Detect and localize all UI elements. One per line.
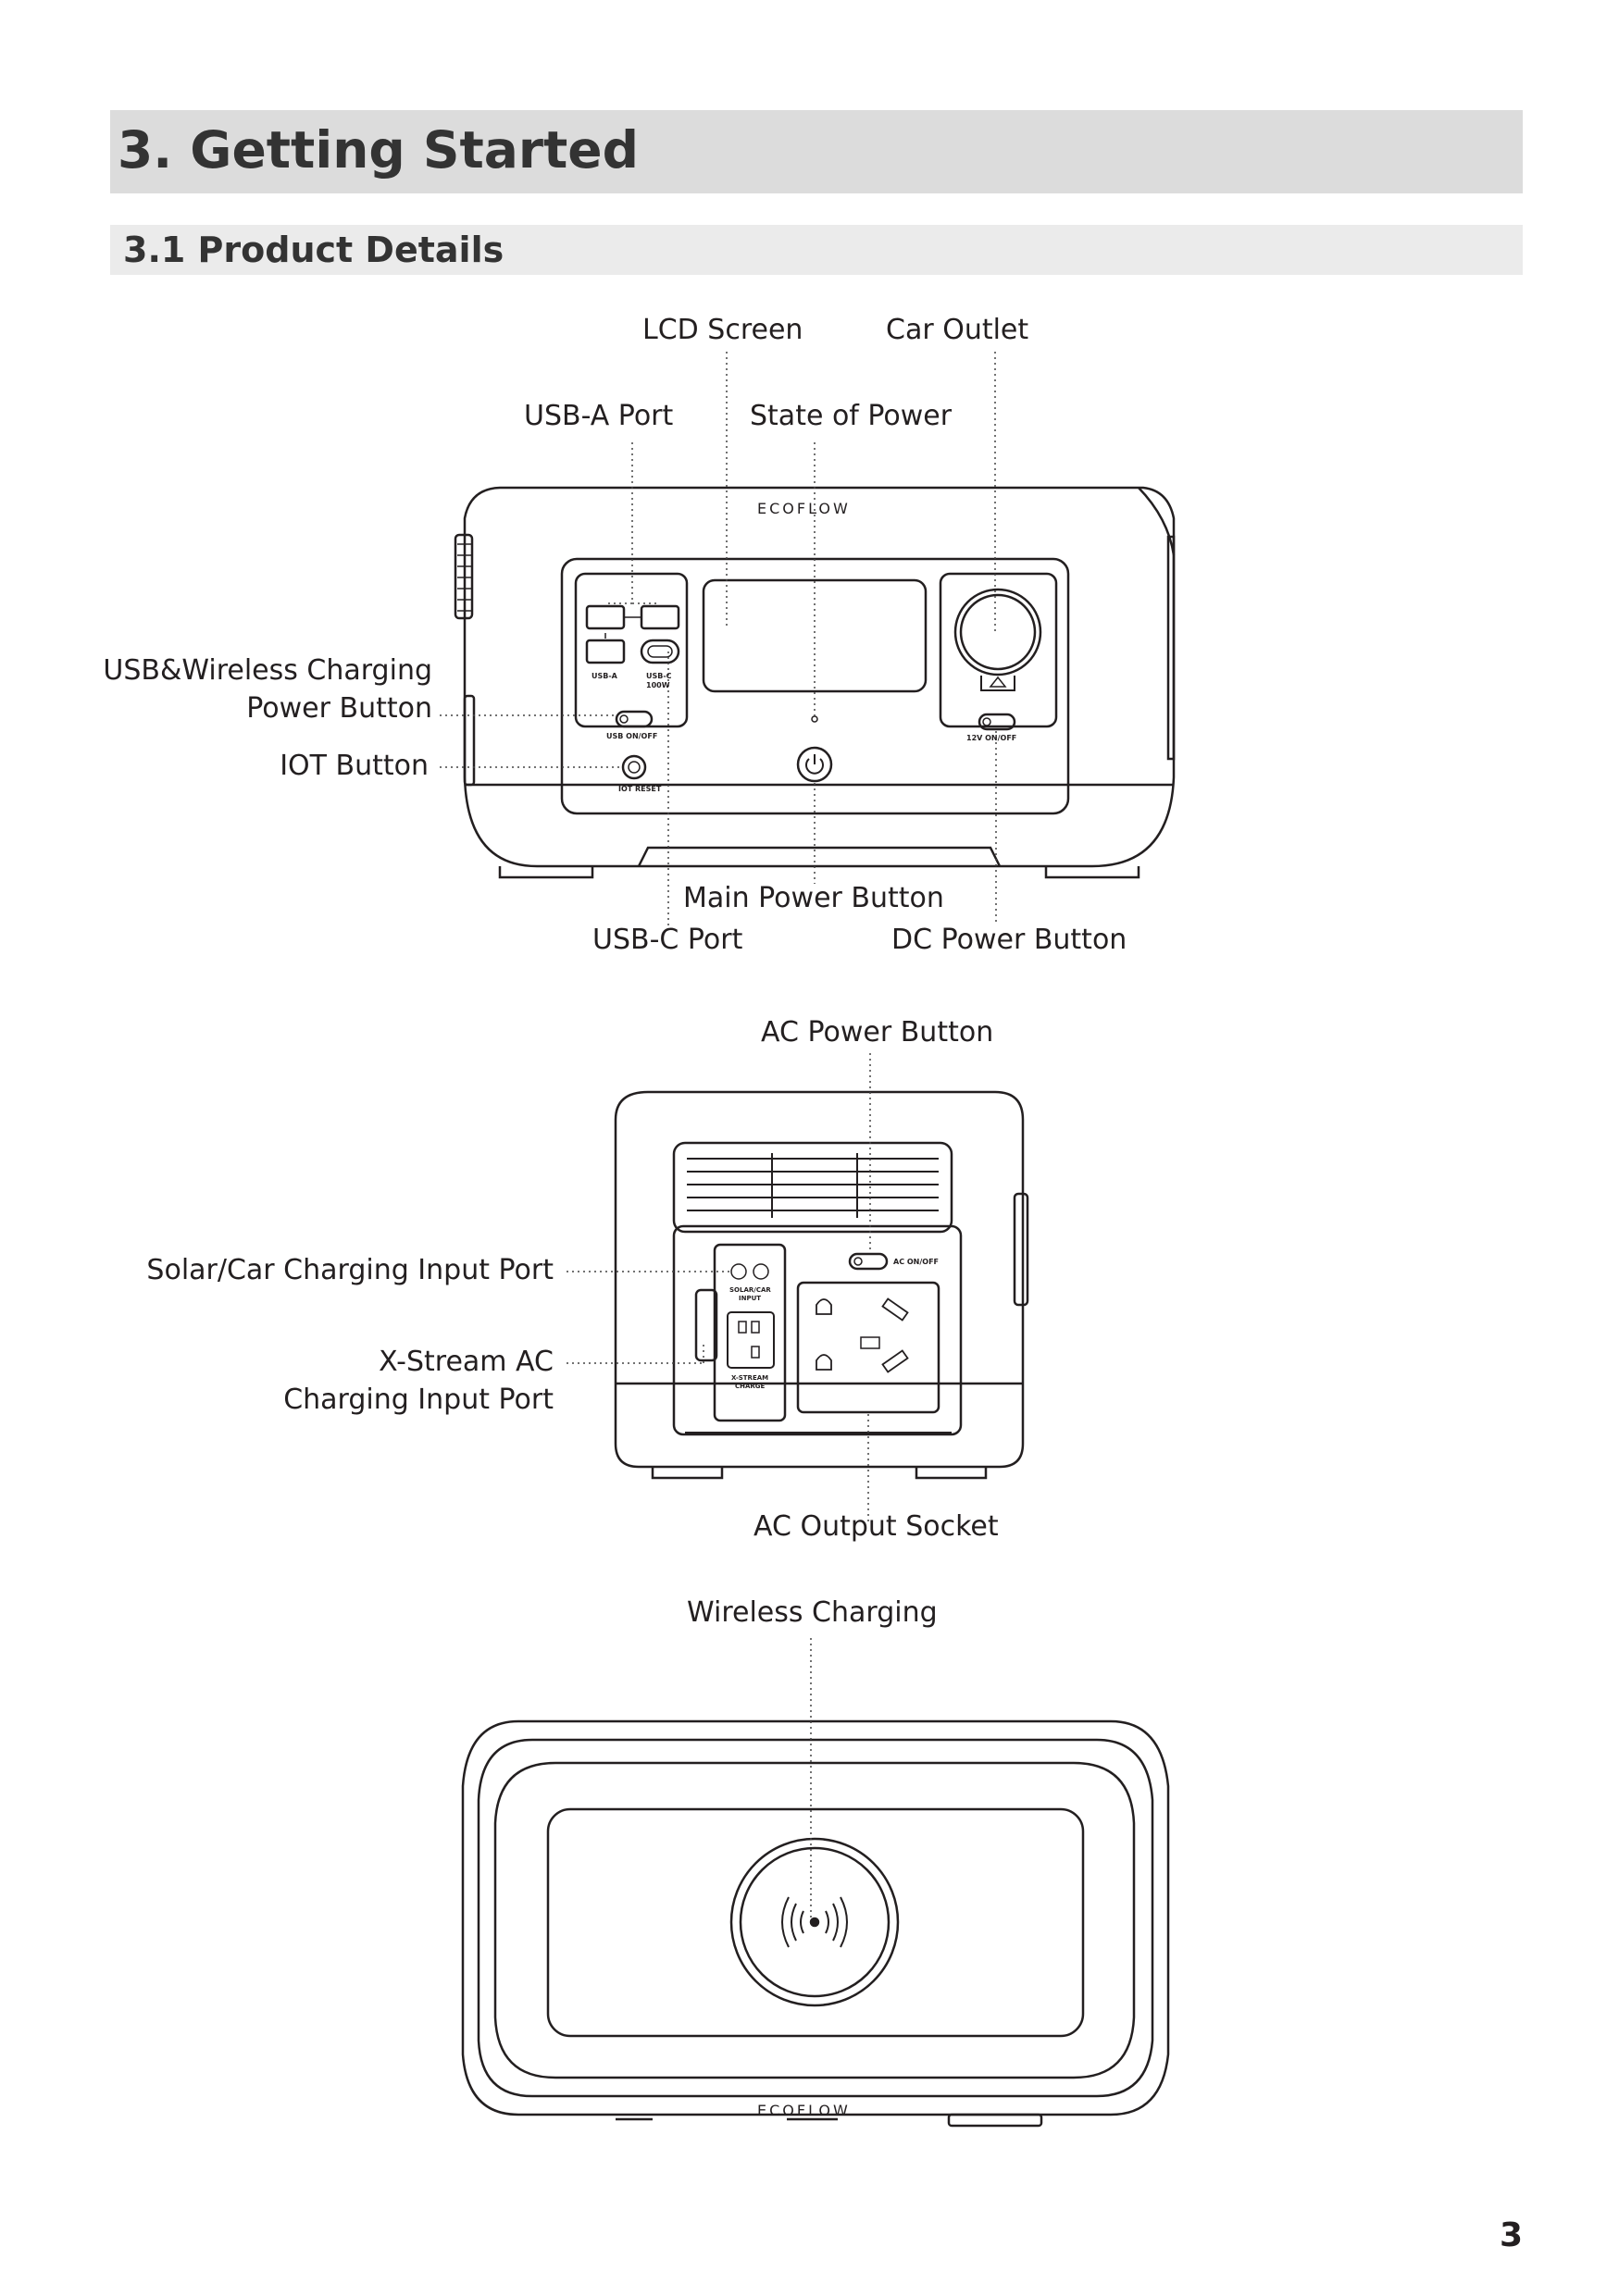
usb-on-off-text: USB ON/OFF bbox=[606, 732, 657, 740]
label-xstream-line2: Charging Input Port bbox=[283, 1384, 554, 1416]
solar-car-panel-text-2: INPUT bbox=[739, 1295, 761, 1302]
section-title: 3. Getting Started bbox=[118, 120, 639, 180]
xstream-panel-text-2: CHARGE bbox=[735, 1383, 766, 1390]
label-iot-button: IOT Button bbox=[280, 750, 429, 782]
usb-a-panel-text: USB-A bbox=[592, 672, 618, 680]
section-header-bar: 3. Getting Started bbox=[110, 110, 1523, 193]
panel-text-group: USB-A USB-C 100W USB ON/OFF IOT RESET 12… bbox=[592, 672, 1016, 1390]
label-state-of-power: State of Power bbox=[750, 400, 953, 432]
top-view-device bbox=[461, 1719, 1170, 2128]
usb-c-power-text: 100W bbox=[646, 681, 670, 689]
label-xstream-line1: X-Stream AC bbox=[379, 1346, 554, 1378]
xstream-panel-text-1: X-STREAM bbox=[731, 1374, 768, 1382]
label-ac-power-button: AC Power Button bbox=[761, 1016, 994, 1049]
dc-on-off-text: 12V ON/OFF bbox=[966, 734, 1016, 742]
page-number: 3 bbox=[1499, 2216, 1523, 2254]
top-brand-logo: ECOFLOW bbox=[757, 2102, 851, 2119]
label-usb-a-port: USB-A Port bbox=[524, 400, 674, 432]
label-usb-wireless-line2: Power Button bbox=[246, 692, 432, 725]
leader-lines bbox=[440, 352, 997, 1920]
front-view-device bbox=[454, 486, 1176, 879]
label-usb-wireless-line1: USB&Wireless Charging bbox=[103, 654, 432, 687]
subsection-header-bar: 3.1 Product Details bbox=[110, 225, 1523, 275]
ac-on-off-text: AC ON/OFF bbox=[893, 1258, 939, 1266]
back-view-device bbox=[614, 1090, 1029, 1480]
front-brand-logo: ECOFLOW bbox=[757, 500, 851, 517]
label-lcd-screen: LCD Screen bbox=[642, 314, 803, 346]
label-main-power-button: Main Power Button bbox=[683, 882, 944, 914]
label-solar-car-input: Solar/Car Charging Input Port bbox=[146, 1254, 554, 1286]
label-car-outlet: Car Outlet bbox=[886, 314, 1029, 346]
label-dc-power-button: DC Power Button bbox=[891, 924, 1127, 956]
solar-car-panel-text-1: SOLAR/CAR bbox=[729, 1286, 771, 1294]
label-ac-output-socket: AC Output Socket bbox=[753, 1510, 999, 1543]
subsection-title: 3.1 Product Details bbox=[123, 230, 504, 270]
iot-reset-text: IOT RESET bbox=[618, 785, 662, 793]
label-usb-c-port: USB-C Port bbox=[592, 924, 743, 956]
label-wireless-charging: Wireless Charging bbox=[687, 1596, 938, 1629]
usb-c-panel-text: USB-C bbox=[646, 672, 672, 680]
